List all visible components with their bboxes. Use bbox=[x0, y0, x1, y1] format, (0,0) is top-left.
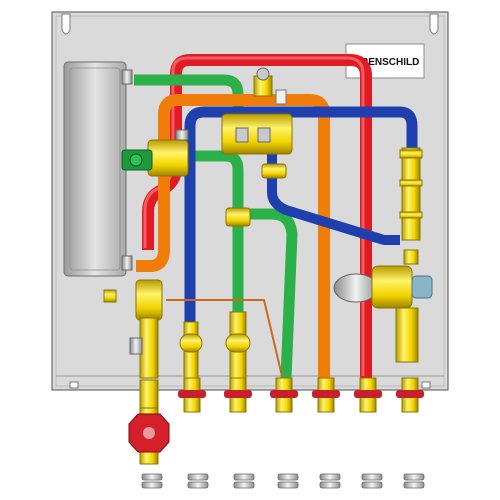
ball-valve-2 bbox=[224, 377, 252, 413]
ball-valve-row bbox=[178, 377, 424, 413]
pipes bbox=[134, 54, 418, 379]
pipe-circulation-green bbox=[134, 74, 244, 118]
drop-pipes bbox=[179, 311, 251, 379]
thin-sensor-line bbox=[166, 299, 283, 377]
ball-valve-6 bbox=[396, 377, 424, 413]
ball-valve-5 bbox=[354, 377, 382, 413]
ball-valve-3 bbox=[270, 377, 298, 413]
main-shutoff-valve bbox=[128, 407, 170, 465]
pipe-return-orange bbox=[136, 94, 330, 378]
mixing-valve bbox=[121, 129, 189, 177]
ball-valve-1 bbox=[178, 377, 206, 413]
pressure-reducer bbox=[333, 265, 433, 363]
pipe-cold-water-blue-loop bbox=[267, 150, 400, 245]
right-riser bbox=[399, 147, 423, 265]
nameplate-label: RENSCHILD bbox=[361, 57, 419, 68]
pipe-circulation-green-right bbox=[246, 208, 298, 379]
plate-heat-exchanger bbox=[63, 61, 133, 277]
pipe-cold-water-blue bbox=[184, 106, 418, 322]
loose-fittings bbox=[141, 473, 425, 489]
left-lower-column bbox=[103, 279, 163, 411]
pipe-circulation-green-lower bbox=[188, 150, 244, 378]
upper-valve-block bbox=[221, 67, 293, 227]
ball-valve-4 bbox=[312, 377, 340, 413]
